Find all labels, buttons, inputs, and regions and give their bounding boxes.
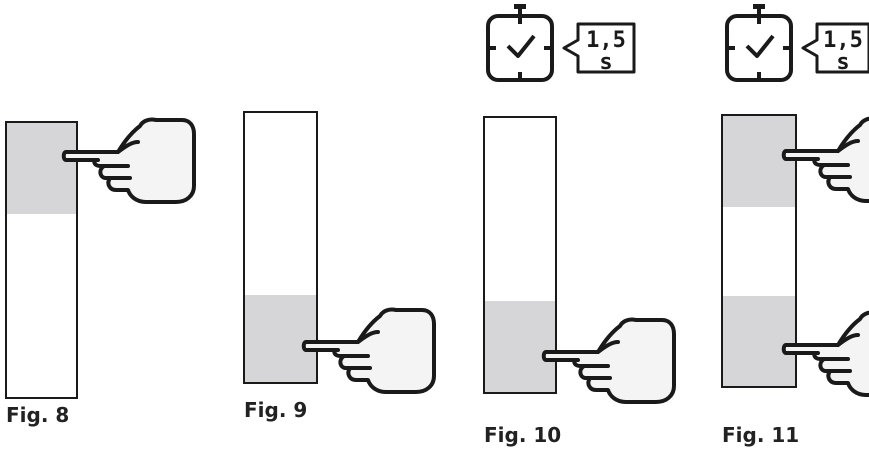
fig9-pointing-hand-icon [301, 307, 436, 394]
fig11-timer-value: 1,5 [823, 28, 863, 53]
fig10-timer-unit: s [599, 50, 612, 75]
fig10-timer-bubble: 1,5 s [562, 22, 636, 75]
fig10-pointing-hand-icon [541, 317, 676, 404]
fig10-timer-value: 1,5 [586, 28, 626, 53]
fig11-bar [721, 114, 797, 388]
fig10-bar [483, 116, 557, 394]
fig10-stopwatch-icon [486, 2, 554, 82]
fig11-timer-unit: s [836, 50, 849, 75]
fig8-caption: Fig. 8 [6, 403, 70, 427]
fig11-caption: Fig. 11 [722, 423, 800, 447]
fig9-bar [243, 111, 318, 384]
fig11-stopwatch-icon [725, 2, 793, 82]
fig9-caption: Fig. 9 [244, 398, 308, 422]
fig11-timer-bubble: 1,5 s [801, 22, 869, 75]
fig8-bar [5, 121, 78, 399]
fig8-pointing-hand-icon [61, 117, 196, 204]
fig10-caption: Fig. 10 [484, 423, 562, 447]
